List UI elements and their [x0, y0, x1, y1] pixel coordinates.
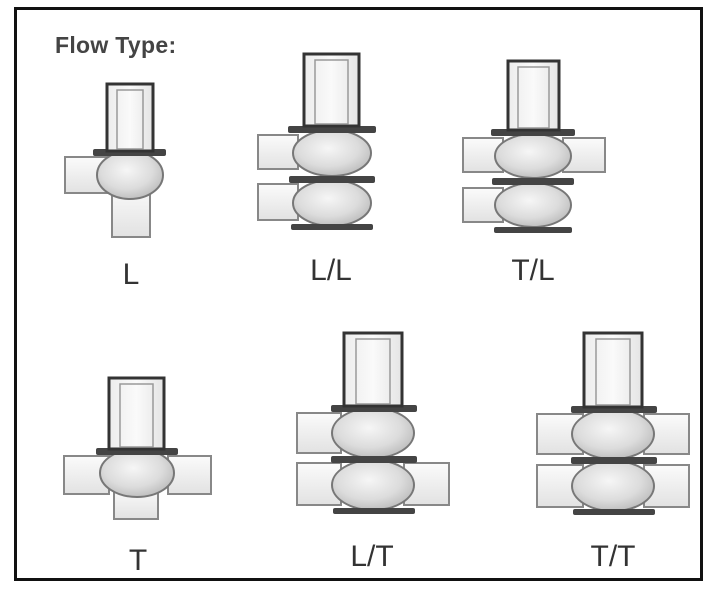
valve-TT: T/T — [536, 331, 690, 573]
stem — [105, 82, 155, 153]
valve-label: L/T — [350, 540, 393, 573]
stem — [506, 59, 561, 132]
stem — [302, 52, 361, 128]
valve-label: T — [129, 544, 147, 577]
stem — [107, 376, 166, 451]
valve-LT: L/T — [296, 331, 450, 573]
valve-label: L/L — [310, 254, 352, 287]
ball-body — [96, 150, 164, 200]
diagram-title: Flow Type: — [55, 32, 177, 58]
valve-LL: L/L — [257, 52, 376, 287]
stem — [582, 331, 644, 409]
valve-TL: T/L — [462, 59, 606, 287]
valve-L: L — [64, 82, 166, 291]
valve-label: T/T — [591, 540, 636, 573]
valve-label: T/L — [511, 254, 554, 287]
valve-T: T — [63, 376, 212, 577]
stem — [342, 331, 404, 408]
valve-label: L — [123, 258, 140, 291]
